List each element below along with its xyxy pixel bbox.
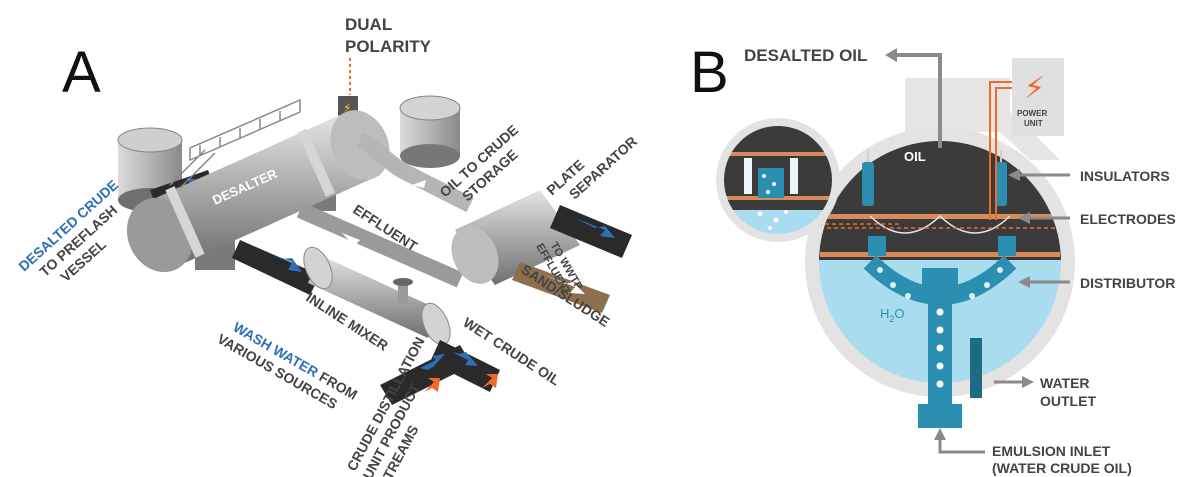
h2o-label: H2O: [880, 306, 905, 324]
wash-water-label: WASH WATER FROM VARIOUS SOURCES: [215, 319, 361, 412]
water-outlet-label-1: WATER: [1040, 375, 1090, 391]
wet-crude-arrow: [452, 352, 478, 366]
emulsion-inlet-label-2: (WATER CRUDE OIL): [992, 460, 1132, 476]
water-outlet-pipe: [970, 338, 982, 398]
inlet-pipe-holes: [936, 308, 944, 388]
emulsion-inlet-arrow: [934, 428, 946, 440]
electrodes-arrow: [1018, 212, 1030, 224]
dual-polarity-label-2: POLARITY: [345, 37, 432, 56]
h2o-h: H: [880, 306, 889, 321]
insulator-left: [862, 162, 874, 206]
wash-water-arrow: [420, 354, 445, 370]
distributor-arrow: [1018, 276, 1030, 288]
sludge-arrow: [545, 275, 585, 294]
effluent-pipe: [296, 202, 464, 288]
panel-b: B ⚡ POWER UNIT: [690, 40, 1176, 476]
oil-to-storage-pipe: [356, 132, 474, 213]
panel-b-letter: B: [690, 40, 729, 105]
distributor-holes: [877, 267, 1003, 299]
plate-separator: [451, 190, 580, 285]
h2o-sub: 2: [889, 314, 894, 324]
insulators-arrow: [1008, 169, 1020, 181]
zoom-detail: [716, 118, 900, 242]
distributor-label: DISTRIBUTOR: [1080, 275, 1175, 291]
power-lightning-icon: ⚡: [1024, 72, 1045, 105]
electrodes-label: ELECTRODES: [1080, 211, 1176, 227]
effluent-arrow: [342, 233, 360, 246]
desalted-oil-arrow: [885, 48, 897, 62]
orange-arrow-1: [424, 378, 440, 392]
separator-out-pipe: [550, 205, 632, 258]
plate-separator-label: PLATE SEPARATOR: [543, 133, 640, 202]
mixer-to-desalter-pipe: [232, 240, 320, 295]
inline-mixer: [303, 246, 451, 346]
mixer-to-desalter-arrow: [262, 250, 302, 272]
panel-a: A DUAL POLARITY ⚡ DESALTER: [15, 15, 640, 477]
power-unit-label-1: POWER: [1017, 109, 1047, 118]
power-unit-label-2: UNIT: [1024, 119, 1043, 128]
power-cable: [989, 81, 1012, 220]
emulsion-inlet-label-1: EMULSION INLET: [992, 443, 1111, 459]
orange-arrow-2: [482, 374, 498, 388]
h2o-o: O: [894, 306, 904, 321]
lightning-icon: ⚡: [343, 101, 351, 115]
separator-out-arrow: [575, 218, 615, 238]
sludge-pipe: [512, 262, 610, 313]
panel-a-letter: A: [62, 40, 101, 105]
water-outlet-label-2: OUTLET: [1040, 393, 1096, 409]
storage-tank: [399, 95, 461, 168]
desalted-oil-label: DESALTED OIL: [744, 46, 867, 65]
insulator-right: [995, 162, 1007, 206]
walkway-railing: [169, 98, 301, 189]
power-cable-2: [995, 87, 1012, 220]
wet-crude-pipe: [430, 340, 500, 392]
inlet-flange: [918, 404, 962, 428]
water-outlet-arrow: [1022, 376, 1034, 388]
insulators-label: INSULATORS: [1080, 168, 1170, 184]
desalted-oil-line: [895, 53, 942, 148]
oil-label: OIL: [904, 149, 926, 164]
power-unit-box: [1012, 58, 1064, 136]
oil-flow-arrow: [412, 180, 426, 188]
dual-polarity-label-1: DUAL: [345, 15, 392, 34]
inlet-header: [922, 268, 958, 296]
